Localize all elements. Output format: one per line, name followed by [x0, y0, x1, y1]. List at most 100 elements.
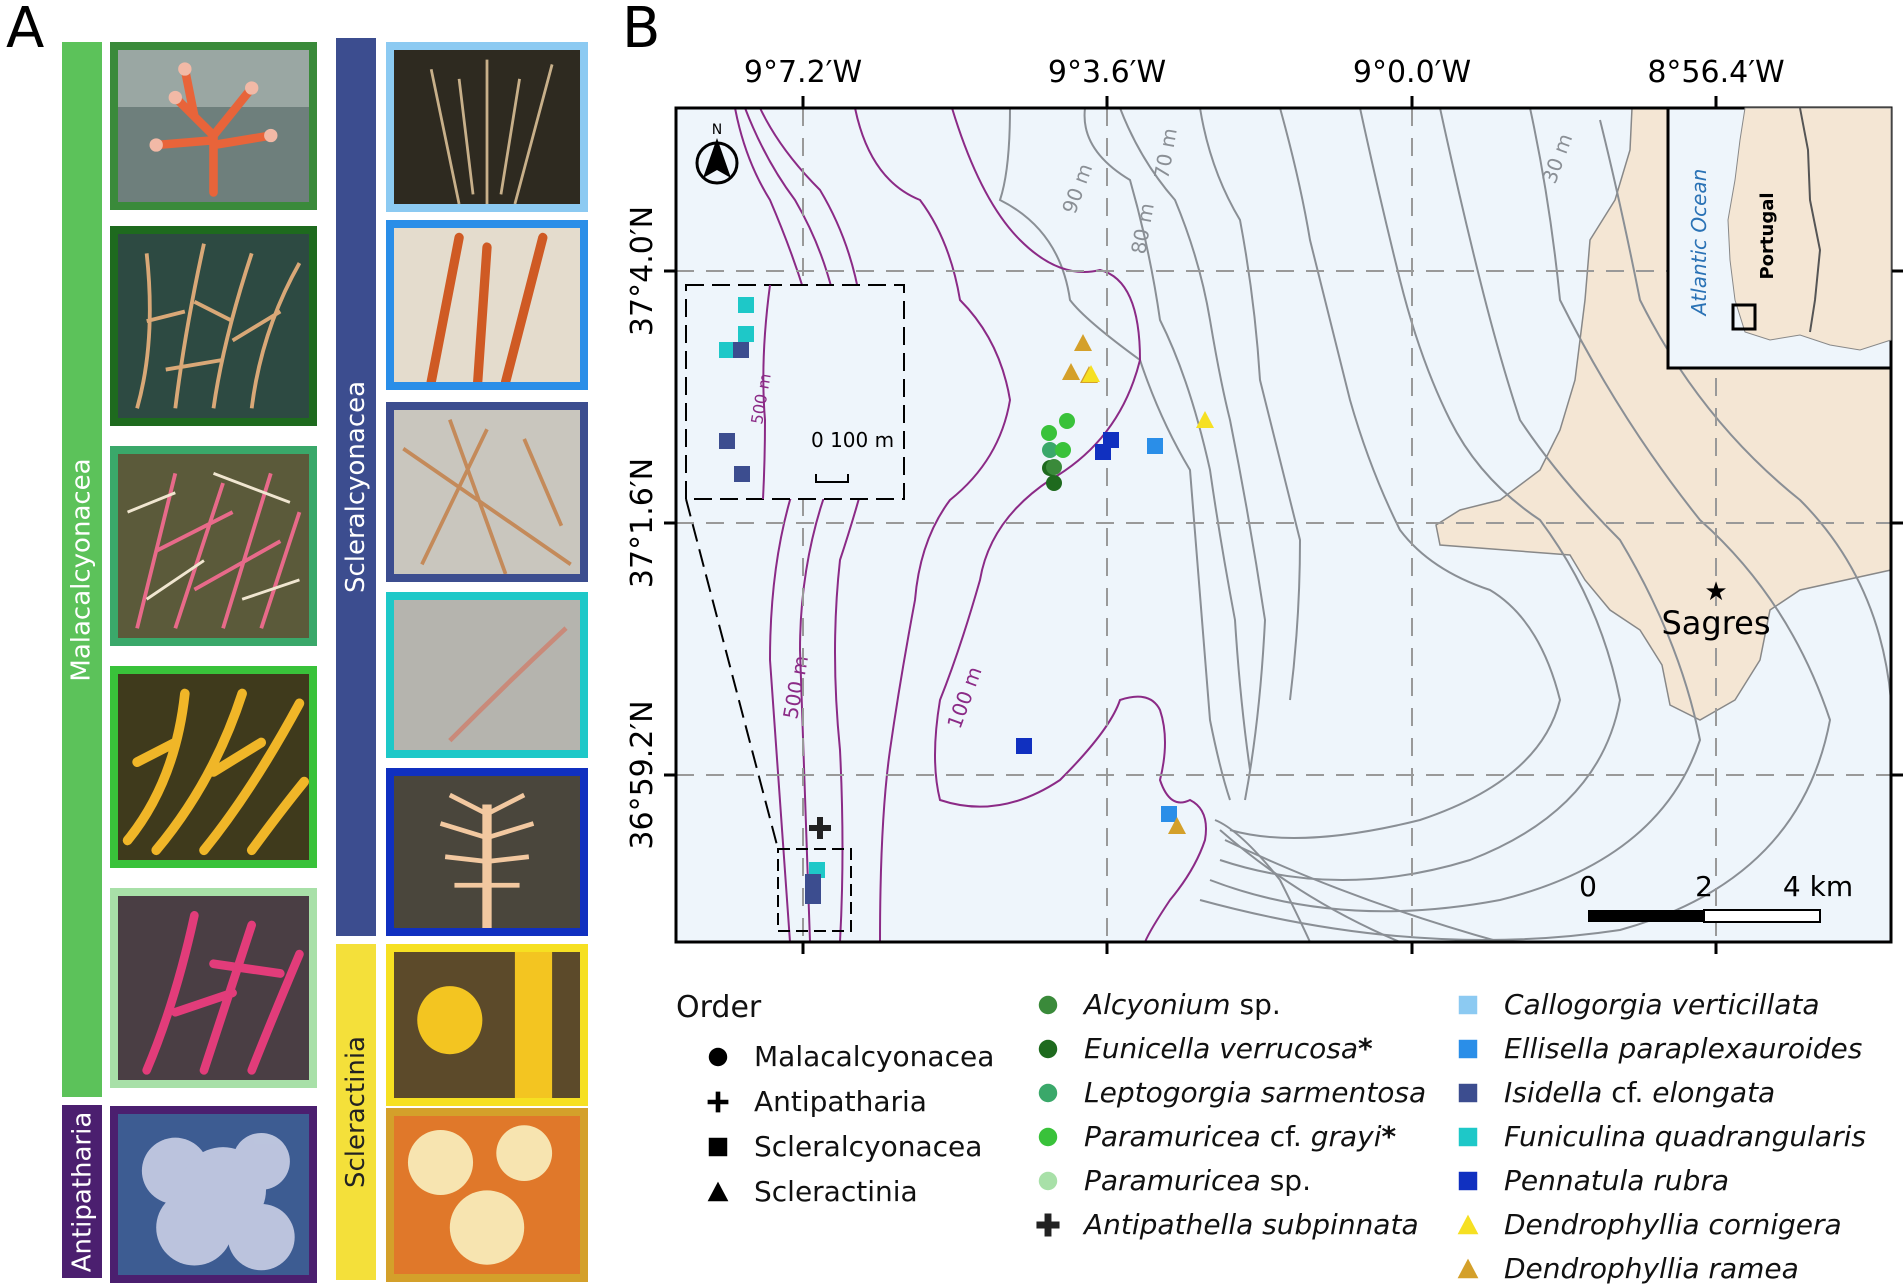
panel-label-b: B: [622, 0, 661, 61]
contour-line: [1229, 107, 1562, 839]
species-name: Callogorgia verticillata: [1504, 988, 1820, 1021]
record-marker: [719, 433, 735, 449]
record-marker: [1042, 442, 1058, 458]
contour-line: [1214, 819, 1311, 943]
order-bar-antipatharia: Antipatharia: [62, 1105, 102, 1278]
species-name: Dendrophyllia ramea: [1504, 1252, 1799, 1285]
record-marker: [738, 326, 754, 342]
lon-label: 9°3.6′W: [1048, 55, 1166, 90]
photo-dendrophyllia-cornigera: [386, 944, 588, 1106]
legend-species-item: Paramuricea sp.: [1030, 1164, 1311, 1197]
contour-line: [1083, 107, 1251, 771]
species-name: Alcyonium: [1084, 988, 1231, 1021]
map-frame: [674, 106, 1893, 944]
contour-line: [1199, 107, 1832, 941]
legend-species-item: Paramuricea cf. grayi*: [1030, 1120, 1396, 1153]
legend-order-item: Scleractinia: [700, 1175, 918, 1208]
species-epithet: elongata: [1652, 1076, 1776, 1109]
species-name: Eunicella verrucosa: [1084, 1032, 1359, 1065]
contour-line: [1199, 107, 1302, 701]
legend-order-item: Malacalcyonacea: [700, 1040, 994, 1073]
species-name: Funiculina quadrangularis: [1504, 1120, 1866, 1153]
photo-funiculina: [386, 592, 588, 758]
legend-order-title: Order: [676, 990, 762, 1025]
record-marker: [734, 466, 750, 482]
species-name: Antipathella subpinnata: [1084, 1208, 1419, 1241]
legend-species-item: Dendrophyllia cornigera: [1450, 1208, 1842, 1241]
record-marker: [805, 874, 821, 890]
asterisk-mark: *: [1358, 1032, 1373, 1065]
legend-order-label: Malacalcyonacea: [754, 1040, 995, 1073]
species-name: Ellisella paraplexauroides: [1504, 1032, 1863, 1065]
species-name: Paramuricea: [1084, 1120, 1261, 1153]
species-name: Isidella: [1504, 1076, 1603, 1109]
contour-line: [1219, 107, 1622, 881]
photo-alcyonium: [110, 42, 317, 210]
lon-label: 9°7.2′W: [744, 55, 862, 90]
contour-line: [1209, 107, 1702, 913]
species-qualifier: cf.: [1260, 1120, 1311, 1153]
legend-species-item: Funiculina quadrangularis: [1450, 1120, 1866, 1153]
legend-order-label: Scleralcyonacea: [754, 1130, 983, 1163]
photo-eunicella: [110, 226, 317, 426]
species-qualifier: sp.: [1230, 988, 1281, 1021]
legend-species-item: Isidella cf. elongata: [1450, 1076, 1775, 1109]
svg-text:N: N: [712, 122, 722, 138]
species-name: Pennatula rubra: [1504, 1164, 1730, 1197]
photo-leptogorgia: [110, 446, 317, 646]
contour-line: [1599, 119, 1892, 701]
scale-bar: 0 2 4 km: [1579, 870, 1853, 923]
record-marker: [1168, 817, 1186, 834]
photo-paramuricea-grayi: [110, 666, 317, 868]
legend-order-item: Scleralcyonacea: [700, 1130, 982, 1163]
record-marker: [1161, 806, 1177, 822]
legend-species-item: Ellisella paraplexauroides: [1450, 1032, 1862, 1065]
species-epithet: grayi: [1310, 1120, 1382, 1153]
record-marker: [1059, 413, 1075, 429]
contour-line: [934, 107, 1207, 943]
record-marker: [1095, 444, 1111, 460]
place-label: Sagres: [1661, 604, 1770, 642]
svg-text:4 km: 4 km: [1783, 870, 1853, 903]
country-label: Portugal: [1757, 192, 1778, 279]
zoom-inset: 500 m 0 100 m: [685, 284, 905, 932]
photo-callogorgia: [386, 42, 588, 212]
record-marker: [1196, 411, 1214, 428]
legend-species-item: Leptogorgia sarmentosa: [1030, 1076, 1426, 1109]
photo-isidella: [386, 402, 588, 582]
record-marker: [1082, 365, 1100, 382]
record-marker: [809, 817, 831, 839]
legend-order-label: Scleractinia: [754, 1175, 918, 1208]
record-marker: [1147, 438, 1163, 454]
species-name: Leptogorgia sarmentosa: [1084, 1076, 1427, 1109]
photo-antipathella: [110, 1106, 317, 1283]
asterisk-mark: *: [1381, 1120, 1397, 1153]
legend-species-item: Alcyonium sp.: [1030, 988, 1281, 1021]
lat-label: 37°1.6′N: [625, 458, 660, 588]
contour-line: [1119, 107, 1267, 801]
contour-line: [998, 107, 1231, 801]
contour-line: [1224, 839, 1501, 943]
record-marker: [805, 888, 821, 904]
legend-species-item: Dendrophyllia ramea: [1450, 1252, 1799, 1285]
photo-pennatula: [386, 768, 588, 936]
species-qualifier: cf.: [1602, 1076, 1653, 1109]
record-marker: [1055, 442, 1071, 458]
lat-label: 36°59.2′N: [625, 700, 660, 849]
contour-line: [854, 107, 1012, 943]
sagres-star-icon: ★: [1704, 577, 1727, 607]
order-bar-malacalcyonacea: Malacalcyonacea: [62, 42, 102, 1097]
legend-order-label: Antipatharia: [754, 1085, 927, 1118]
svg-text:0 100 m: 0 100 m: [811, 428, 894, 452]
legend-species-item: Callogorgia verticillata: [1450, 988, 1820, 1021]
record-marker: [1041, 425, 1057, 441]
north-arrow-icon: N: [695, 122, 739, 185]
lon-label: 8°56.4′W: [1647, 55, 1784, 90]
svg-text:0: 0: [1579, 870, 1597, 903]
record-marker: [1046, 459, 1062, 475]
photo-ellisella: [386, 220, 588, 390]
photo-dendrophyllia-ramea: [386, 1108, 588, 1282]
study-area-box: [1731, 303, 1757, 331]
